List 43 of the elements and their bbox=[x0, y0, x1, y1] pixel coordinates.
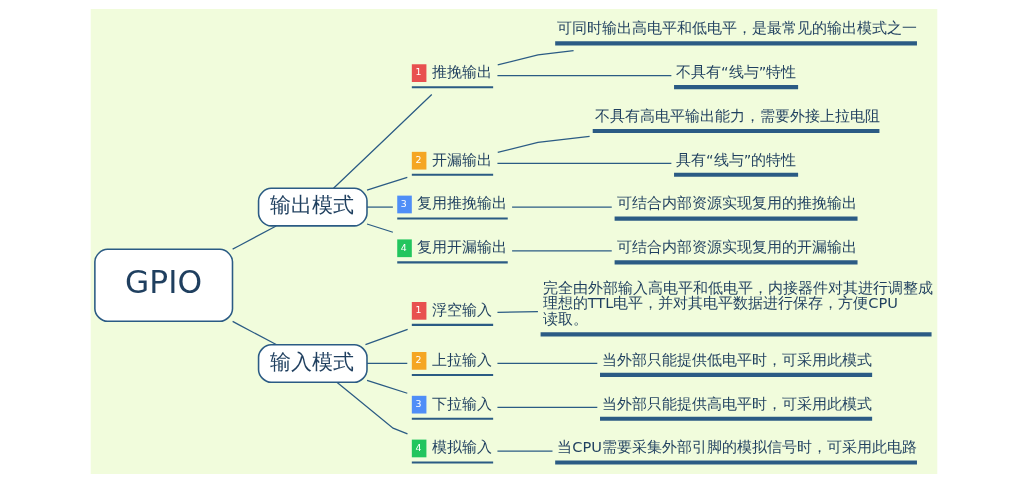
node-box: 输入模式 bbox=[257, 343, 368, 383]
node-box bbox=[592, 128, 880, 133]
node-box bbox=[674, 84, 799, 89]
node-label: 不具有“线与”特性 bbox=[676, 62, 797, 80]
node-label: 不具有高电平输出能力，需要外接上拉电阻 bbox=[594, 106, 880, 124]
connector bbox=[496, 162, 672, 164]
node-box bbox=[600, 372, 873, 377]
connector bbox=[496, 74, 672, 76]
connector bbox=[336, 381, 409, 434]
node-label: 具有“线与”的特性 bbox=[676, 150, 797, 168]
node-box bbox=[555, 459, 917, 465]
node-label: 完全由外部输入高电平和低电平，内接器件对其进行调整成理想的TTL电平，并对其电平数据进行保存，方便CPU读取。 bbox=[542, 278, 933, 327]
node-label: 可结合内部资源实现复用的推挽输出 bbox=[616, 193, 857, 211]
connector bbox=[496, 362, 598, 364]
connector bbox=[366, 176, 408, 191]
node-box bbox=[540, 331, 932, 336]
node-box bbox=[674, 172, 799, 177]
connector bbox=[496, 406, 598, 408]
node-label: 当CPU需要采集外部引脚的模拟信号时，可采用此电路 bbox=[557, 437, 917, 455]
connector bbox=[511, 205, 613, 208]
connector bbox=[511, 249, 613, 251]
connector bbox=[497, 49, 575, 65]
connector bbox=[366, 379, 408, 394]
connector bbox=[496, 449, 554, 452]
connector bbox=[497, 135, 591, 153]
node-label: 当外部只能提供低电平时，可采用此模式 bbox=[602, 350, 873, 368]
connector bbox=[364, 328, 409, 345]
node-box bbox=[614, 216, 858, 221]
connector bbox=[496, 310, 539, 313]
node-box: 输出模式 bbox=[257, 187, 368, 227]
connector bbox=[366, 222, 394, 233]
connector bbox=[232, 320, 277, 345]
node-box bbox=[555, 40, 917, 45]
node-box bbox=[614, 259, 858, 264]
node-label: 可同时输出高电平和低电平，是最常见的输出模式之一 bbox=[557, 18, 918, 36]
node-box: GPIO bbox=[94, 248, 234, 322]
node-box bbox=[600, 416, 873, 421]
node-label: 当外部只能提供高电平时，可采用此模式 bbox=[602, 394, 873, 412]
connector bbox=[366, 205, 394, 208]
connector bbox=[366, 362, 408, 364]
connector bbox=[332, 93, 433, 189]
connector bbox=[232, 224, 277, 250]
node-label: 可结合内部资源实现复用的开漏输出 bbox=[616, 237, 857, 255]
